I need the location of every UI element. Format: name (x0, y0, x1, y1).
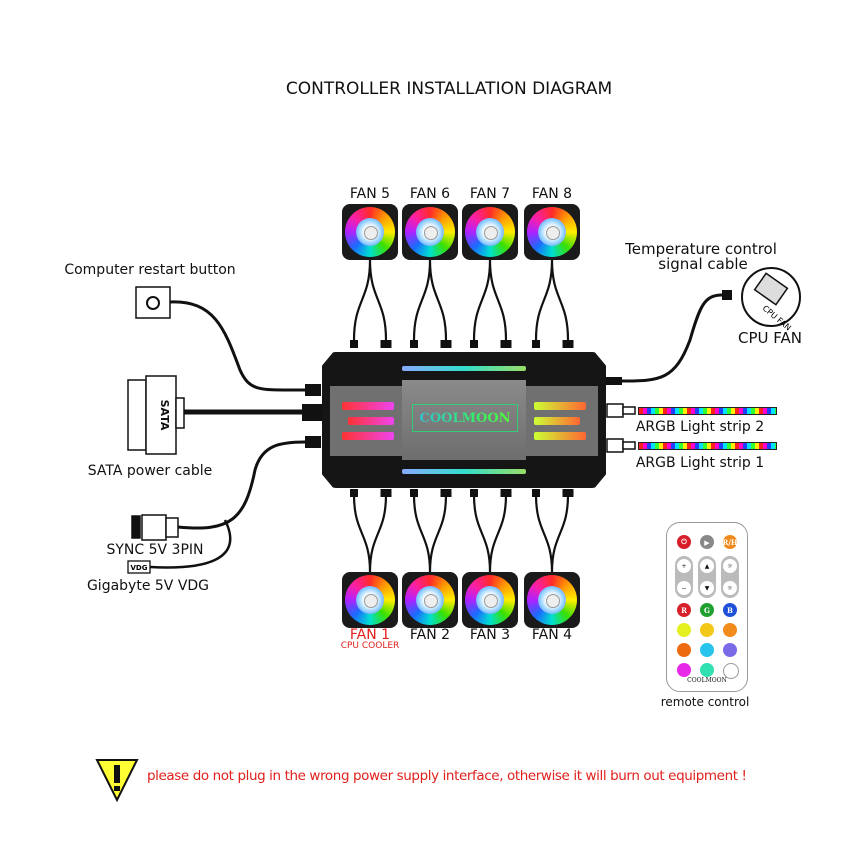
fan-2 (402, 572, 458, 628)
svg-text:SATA: SATA (158, 400, 171, 431)
remote-pill-button[interactable]: +− (675, 556, 693, 598)
cpu-fan-header-icon: CPU FAN (741, 267, 801, 332)
remote-color-button[interactable] (723, 663, 739, 679)
restart-cable (169, 300, 306, 392)
fan-8-cable (534, 259, 570, 341)
fan-8-label: FAN 8 (531, 186, 573, 202)
vdg-connector-icon: VDG (127, 560, 151, 574)
fan-4-label: FAN 4 (531, 627, 573, 643)
remote-color-button[interactable] (723, 623, 737, 637)
temp-cable (621, 293, 723, 383)
remote-top-button[interactable]: ▶ (700, 535, 714, 549)
fan-connector (562, 340, 574, 348)
remote-color-button[interactable]: G (700, 603, 714, 617)
fan-2-cable (412, 494, 448, 573)
remote-down-button[interactable]: ☼ (723, 581, 737, 595)
fan-connector (470, 340, 478, 348)
fan-6-cable (412, 259, 448, 341)
fan-7 (462, 204, 518, 260)
fan-2-label: FAN 2 (409, 627, 451, 643)
warning-text: please do not plug in the wrong power su… (147, 768, 747, 784)
controller-hub: COOLMOON (322, 352, 606, 488)
remote-top-button[interactable]: ⏻ (677, 535, 691, 549)
remote-color-button[interactable] (700, 643, 714, 657)
fan-connector (380, 489, 392, 497)
restart-button-label: Computer restart button (64, 262, 236, 278)
cpu-fan-label: CPU FAN (738, 329, 802, 347)
remote-color-button[interactable]: B (723, 603, 737, 617)
remote-color-button[interactable] (677, 643, 691, 657)
remote-color-button[interactable] (677, 663, 691, 677)
vdg-label: Gigabyte 5V VDG (86, 578, 210, 594)
sata-label: SATA power cable (87, 463, 213, 479)
fan-connector (440, 340, 452, 348)
remote-up-button[interactable]: ☼ (723, 559, 737, 573)
fan-8 (524, 204, 580, 260)
fan-3-label: FAN 3 (469, 627, 511, 643)
remote-pill-button[interactable]: ▲▼ (698, 556, 716, 598)
fan-connector (410, 340, 418, 348)
fan-6-label: FAN 6 (409, 186, 451, 202)
vdg-cable (149, 519, 232, 569)
fan-connector (532, 489, 540, 497)
temp-label-1: Temperature control (625, 240, 777, 258)
svg-text:VDG: VDG (131, 564, 148, 572)
fan-1 (342, 572, 398, 628)
fan-connector (500, 340, 512, 348)
fan-5 (342, 204, 398, 260)
fan-connector (562, 489, 574, 497)
remote-up-button[interactable]: + (677, 559, 691, 573)
remote-color-button[interactable] (700, 663, 714, 677)
fan-5-label: FAN 5 (349, 186, 391, 202)
fan-6 (402, 204, 458, 260)
argb-strip-1 (638, 442, 777, 450)
fan-7-label: FAN 7 (469, 186, 511, 202)
remote-label: remote control (660, 695, 750, 709)
fan-connector (380, 340, 392, 348)
warning-triangle-icon (95, 759, 139, 803)
fan-connector (410, 489, 418, 497)
fan-3 (462, 572, 518, 628)
argb-strip-2 (638, 407, 777, 415)
remote-color-button[interactable]: R (677, 603, 691, 617)
sync-3pin-connector-icon (131, 514, 179, 541)
temp-label-2: signal cable (658, 255, 748, 273)
cpu-cooler-label: CPU COOLER (340, 641, 400, 651)
remote-pill-button[interactable]: ☼☼ (721, 556, 739, 598)
remote-color-button[interactable] (723, 643, 737, 657)
fan-7-cable (472, 259, 508, 341)
restart-button-icon (135, 286, 171, 319)
fan-connector (350, 340, 358, 348)
fan-4 (524, 572, 580, 628)
fan-4-cable (534, 494, 570, 573)
fan-connector (500, 489, 512, 497)
sync-cable (177, 440, 306, 530)
fan-1-label: FAN 1 (349, 627, 391, 643)
remote-up-button[interactable]: ▲ (700, 559, 714, 573)
fan-connector (470, 489, 478, 497)
fan-connector (350, 489, 358, 497)
remote-color-button[interactable] (700, 623, 714, 637)
fan-5-cable (352, 259, 388, 341)
sata-connector-icon: SATA (127, 375, 185, 455)
remote-down-button[interactable]: − (677, 581, 691, 595)
diagram-title: CONTROLLER INSTALLATION DIAGRAM (285, 79, 613, 99)
remote-top-button[interactable]: R/H (723, 535, 738, 549)
remote-down-button[interactable]: ▼ (700, 581, 714, 595)
fan-3-cable (472, 494, 508, 573)
remote-color-button[interactable] (677, 623, 691, 637)
fan-connector (440, 489, 452, 497)
sync-label: SYNC 5V 3PIN (106, 542, 204, 558)
fan-1-cable (352, 494, 388, 573)
fan-connector (532, 340, 540, 348)
remote-brand: COOLMOON (687, 677, 727, 684)
coolmoon-logo: COOLMOON (412, 404, 518, 432)
argb-strip-1-label: ARGB Light strip 1 (635, 455, 765, 471)
argb-strip-2-label: ARGB Light strip 2 (635, 419, 765, 435)
